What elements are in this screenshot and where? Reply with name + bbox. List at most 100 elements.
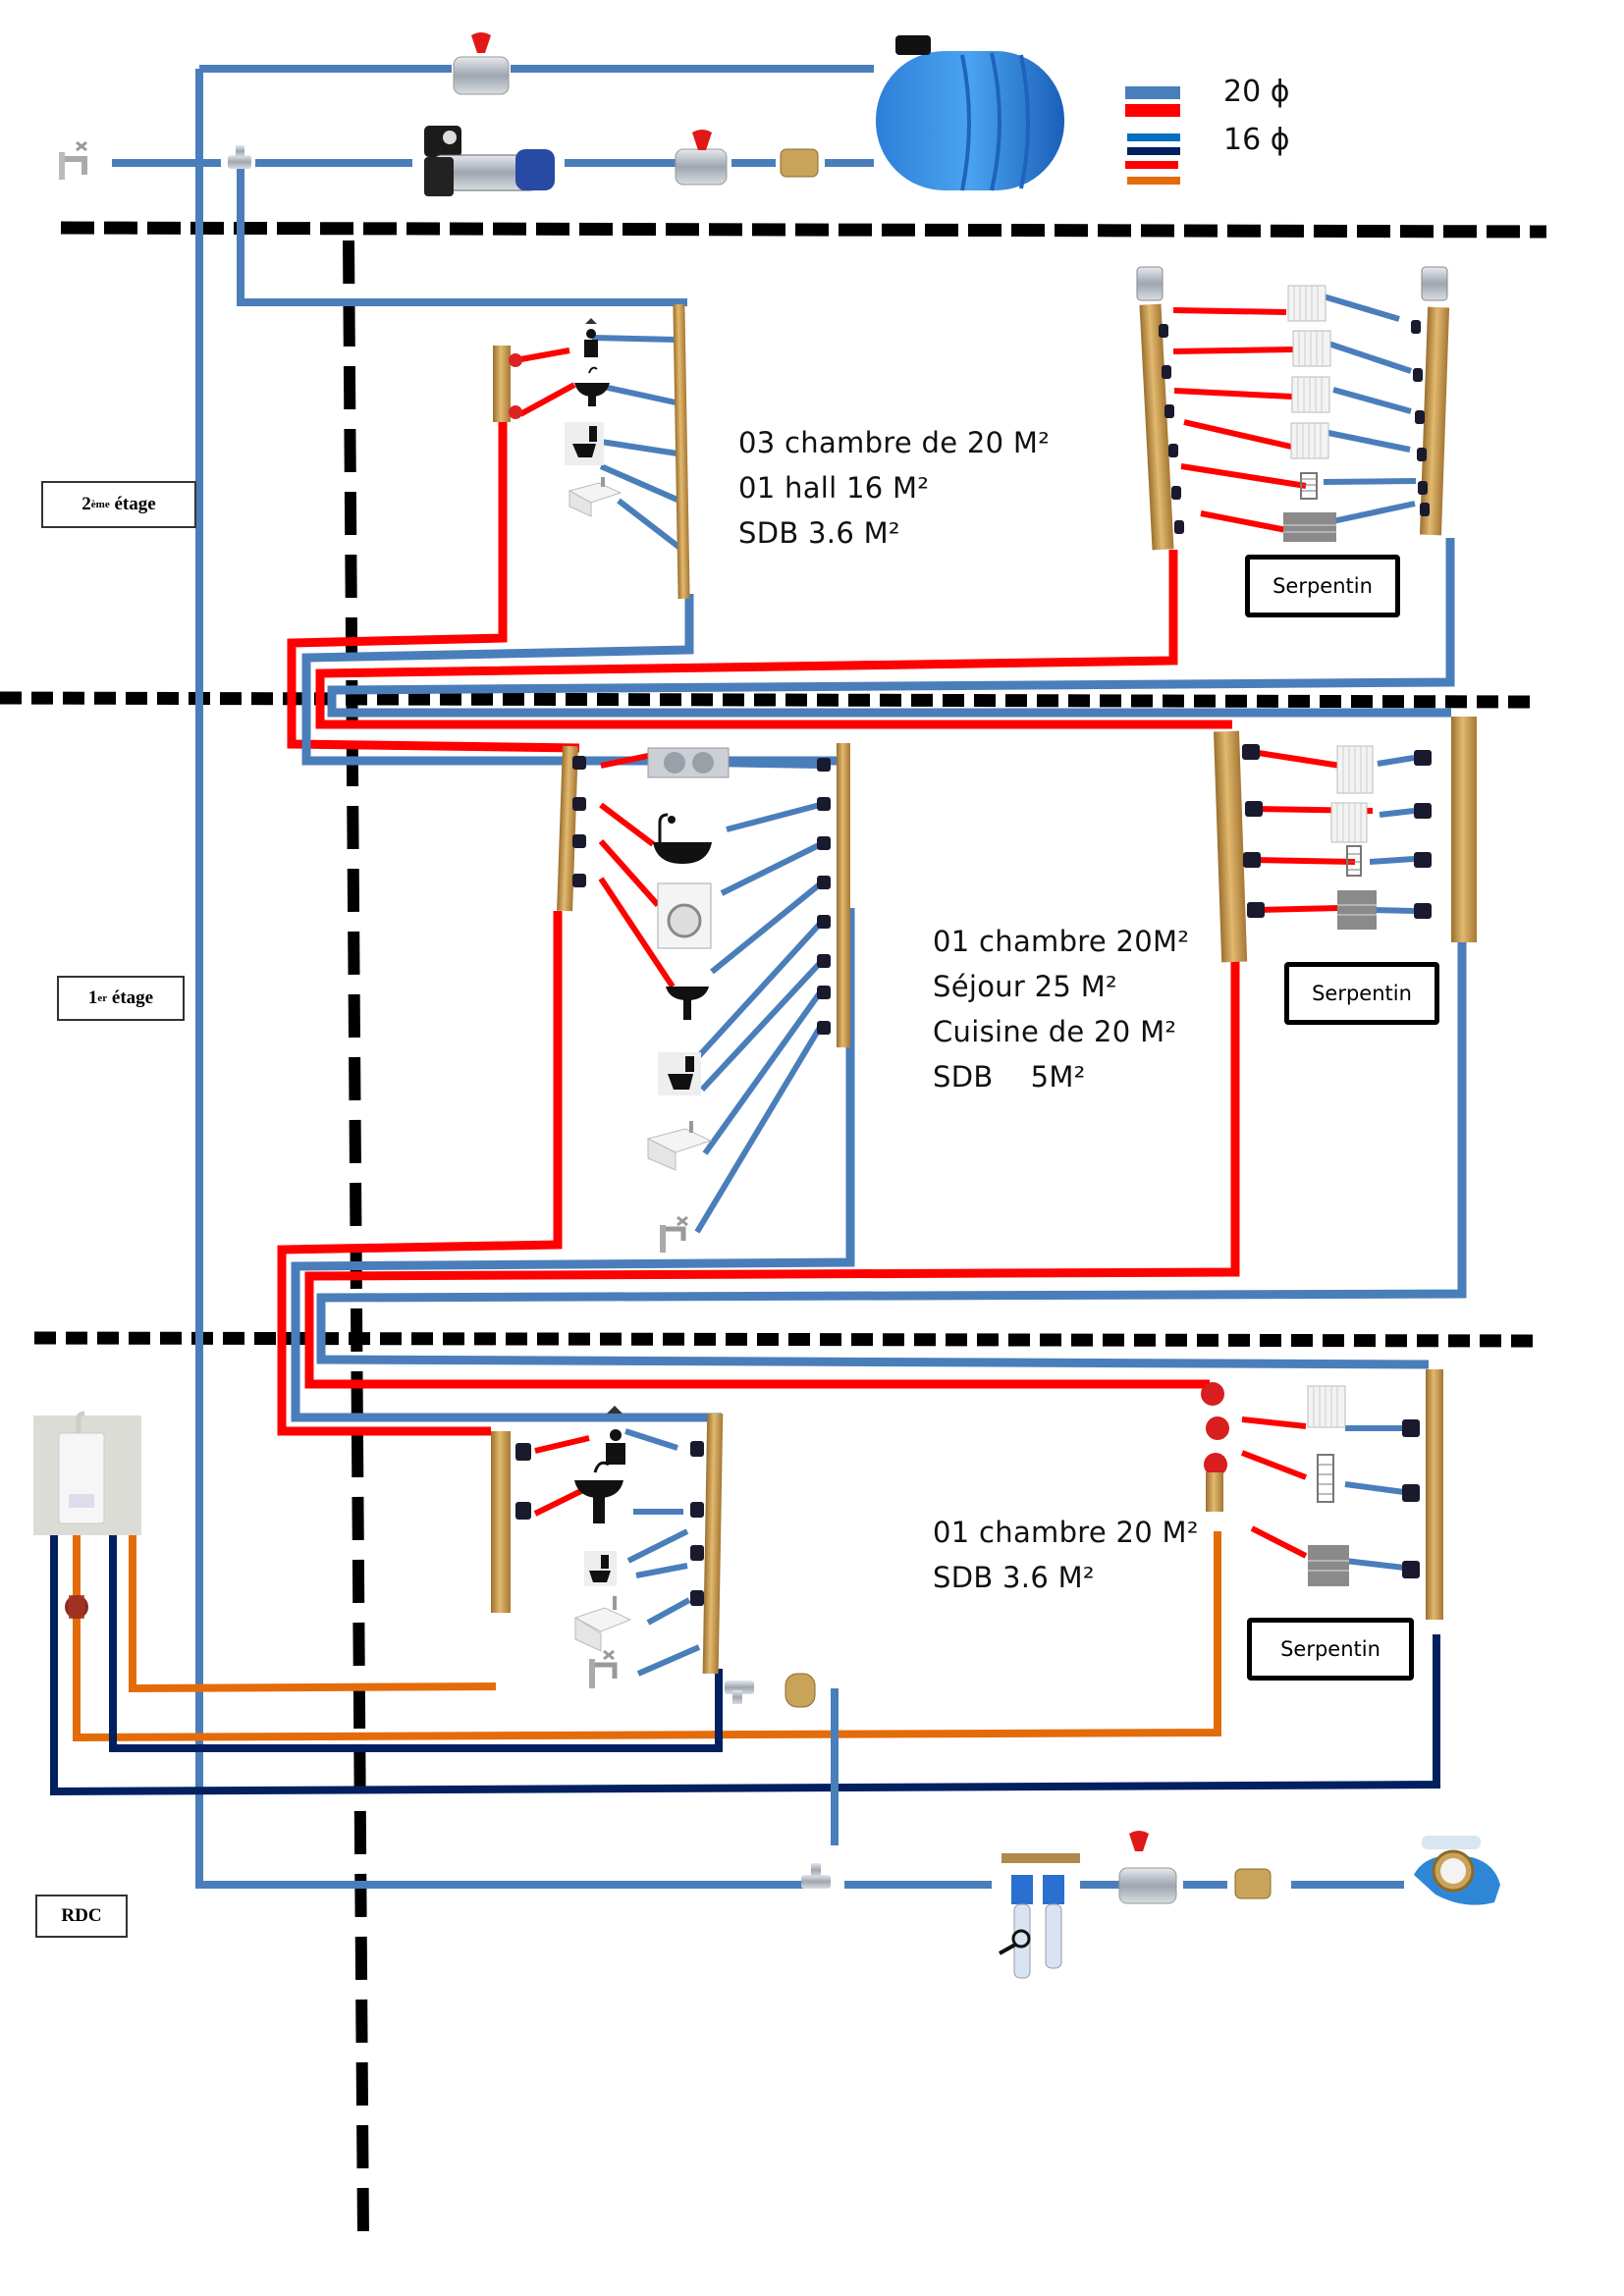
- pipe-2eme-heating-return: [327, 538, 1455, 718]
- serpentin-box-1er: Serpentin: [1284, 962, 1439, 1025]
- pipe-rdc-heating-orange-1: [129, 1526, 497, 1693]
- room-line: SDB 3.6 M²: [738, 516, 900, 550]
- pipe-main-cold-riser: [195, 69, 815, 1889]
- pipe-rdc-return-navy-1: [109, 1517, 723, 1752]
- pipe-1er-heating-flow: [304, 957, 1240, 1389]
- circulator-pump-icon: [65, 1595, 88, 1619]
- small-sink-icon: [573, 1596, 632, 1652]
- radiator-icon: [1292, 330, 1331, 367]
- manifold-1er-heat-return: [1451, 717, 1477, 942]
- floor-label-word: étage: [111, 988, 154, 1008]
- floor-label-sup: ème: [90, 499, 110, 510]
- small-sink-icon: [646, 1121, 713, 1171]
- divider-2eme-1er: [0, 691, 1533, 709]
- ball-valve-icon: [675, 130, 728, 186]
- check-valve-icon: [780, 148, 819, 178]
- floor-dividers: [0, 221, 1547, 2239]
- manifold-1er-hot: [557, 745, 578, 912]
- legend-swatch-hot-16: [1125, 161, 1178, 169]
- water-tank-icon: [876, 35, 1064, 191]
- tee-fitting-icon: [228, 145, 251, 169]
- serpentin-box-2eme: Serpentin: [1245, 555, 1400, 617]
- legend-label-16: 16 ϕ: [1223, 123, 1290, 157]
- toilet-icon: [658, 1052, 701, 1095]
- room-line: 01 hall 16 M²: [738, 471, 930, 505]
- manifolds: [491, 266, 1477, 1675]
- ball-valve-icon: [1118, 1831, 1177, 1904]
- towel-radiator-icon: [1300, 472, 1318, 500]
- bathtub-icon: [653, 813, 712, 864]
- radiator-icon: [1287, 285, 1326, 322]
- tee-fitting-icon: [725, 1681, 754, 1704]
- floor-heating-coil-icon: [1337, 890, 1377, 930]
- radiator-icon: [1336, 745, 1374, 794]
- room-line: Cuisine de 20 M²: [933, 1015, 1177, 1048]
- ball-valve-icon: [453, 32, 510, 95]
- pipe-1er-heating-return: [316, 942, 1467, 1369]
- shower-icon: [606, 1406, 625, 1465]
- rooms-1er: 01 chambre 20M² Séjour 25 M² Cuisine de …: [933, 919, 1189, 1099]
- manifold-2eme-hot: [493, 346, 511, 422]
- check-valve-icon: [1234, 1868, 1272, 1899]
- air-vent-icon: [1136, 266, 1164, 301]
- pipe-2eme-hot-sanitary: [287, 422, 580, 753]
- floor-label-sup: er: [97, 992, 108, 1004]
- manifold-rdc-heat-return: [1426, 1369, 1443, 1620]
- washbasin-icon: [666, 987, 709, 1020]
- manifold-2eme-heat-flow: [1139, 303, 1174, 551]
- pipe-2eme-cold-feed: [237, 169, 687, 306]
- washing-machine-icon: [657, 882, 712, 949]
- room-line: 01 chambre 20M²: [933, 925, 1190, 958]
- rooms-2eme: 03 chambre de 20 M² 01 hall 16 M² SDB 3.…: [738, 420, 1050, 556]
- washbasin-icon: [574, 1461, 623, 1523]
- legend-label-20: 20 ϕ: [1223, 75, 1290, 109]
- floor-label-num: 2: [81, 494, 91, 514]
- towel-radiator-icon: [1317, 1454, 1334, 1503]
- room-line: SDB 5M²: [933, 1060, 1086, 1094]
- tap-icon: [589, 1649, 618, 1688]
- floor-label-word: RDC: [61, 1905, 102, 1926]
- radiator-icon: [1291, 376, 1330, 413]
- branches: [514, 294, 1417, 1677]
- booster-pump-icon: [424, 126, 555, 196]
- floor-label-num: 1: [87, 988, 98, 1008]
- legend-swatch-return-16: [1127, 147, 1180, 155]
- towel-radiator-icon: [1346, 845, 1362, 877]
- divider-1er-rdc: [33, 1331, 1543, 1348]
- vertical-divider: [343, 240, 369, 2239]
- tap-icon: [660, 1215, 688, 1253]
- divider-roof: [60, 221, 1547, 239]
- toilet-icon: [565, 422, 604, 465]
- floor-heating-coil-icon: [1308, 1545, 1349, 1586]
- floor-label-rdc: RDC: [35, 1895, 128, 1938]
- washbasin-icon: [574, 366, 610, 406]
- serpentin-box-rdc: Serpentin: [1247, 1618, 1414, 1681]
- air-vent-icon: [1421, 266, 1448, 301]
- pipe-2eme-cold-sanitary: [301, 594, 849, 766]
- pipes: [50, 65, 1467, 1889]
- boiler-icon: [33, 1411, 141, 1535]
- tee-fitting-icon: [801, 1863, 831, 1889]
- water-meter-icon: [1414, 1836, 1500, 1905]
- legend-swatch-hot-20: [1125, 104, 1180, 117]
- radiator-icon: [1307, 1385, 1346, 1428]
- legend-swatch-heating-16: [1127, 177, 1180, 185]
- room-line: 03 chambre de 20 M²: [738, 426, 1051, 459]
- manifold-2eme-heat-return: [1419, 306, 1450, 536]
- small-sink-icon: [568, 477, 623, 517]
- room-line: 01 chambre 20 M²: [933, 1516, 1199, 1549]
- toilet-icon: [584, 1551, 617, 1586]
- pipe-rdc-return-navy-2: [50, 1517, 1440, 1796]
- shower-icon: [584, 318, 598, 357]
- floor-label-word: étage: [114, 494, 156, 514]
- kitchen-sink-icon: [647, 747, 730, 778]
- room-line: SDB 3.6 M²: [933, 1561, 1095, 1594]
- legend-swatch-cold-20: [1125, 86, 1180, 99]
- radiator-icon: [1290, 422, 1329, 459]
- red-valve-group: [1201, 1382, 1229, 1512]
- manifold-rdc-hot: [491, 1431, 511, 1613]
- outdoor-tap-icon: [59, 140, 87, 180]
